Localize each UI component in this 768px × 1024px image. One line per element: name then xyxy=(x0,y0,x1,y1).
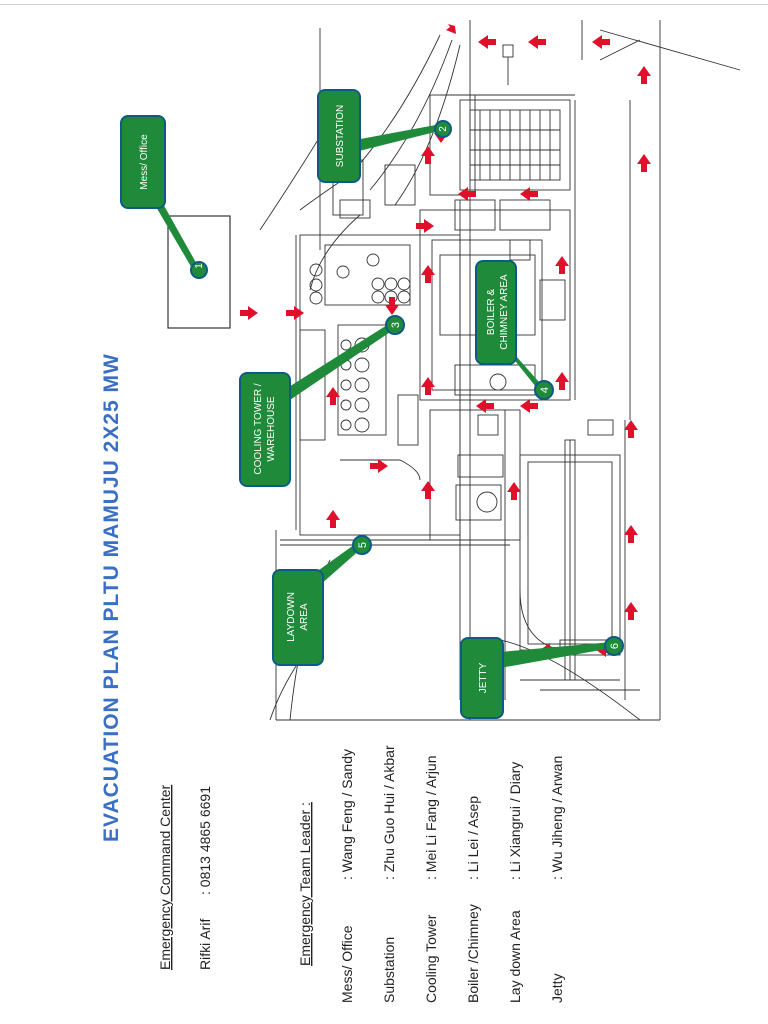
arrow-right-icon xyxy=(416,219,434,233)
callout-pointer xyxy=(500,642,612,668)
marker-number: 4 xyxy=(539,387,551,393)
arrow-up-icon xyxy=(555,372,569,390)
team-row-leaders: : Wu Jiheng / Arwan xyxy=(549,756,565,880)
callout-laydown-area xyxy=(272,569,324,666)
page-edge-line xyxy=(0,4,768,5)
callout-label: COOLING TOWER / xyxy=(253,383,264,475)
arrow-right-icon xyxy=(370,459,388,473)
callout-label: JETTY xyxy=(478,662,489,693)
marker-cooling-tower xyxy=(385,315,405,335)
arrow-left-icon xyxy=(458,187,476,201)
marker-number: 5 xyxy=(357,542,369,548)
marker-number: 1 xyxy=(194,263,205,269)
callout-pointer xyxy=(284,322,396,400)
arrow-up-icon xyxy=(421,146,435,164)
callout-substation xyxy=(317,89,361,183)
arrow-left-icon xyxy=(476,399,494,413)
arrow-up-icon xyxy=(421,265,435,283)
marker-number: 2 xyxy=(438,126,449,132)
team-row-leaders: : Li Xiangrui / Diary xyxy=(507,762,523,880)
arrow-right-icon xyxy=(286,306,304,320)
arrow-left-icon xyxy=(592,35,610,49)
callout-label: Mess/ Office xyxy=(139,134,150,190)
command-center-heading: Emergency Command Center xyxy=(157,784,173,970)
arrow-up-icon xyxy=(421,377,435,395)
plan-title: EVACUATION PLAN PLTU MAMUJU 2X25 MW xyxy=(100,353,123,842)
mess-office-building xyxy=(167,215,231,329)
arrow-up-icon xyxy=(637,154,651,172)
team-row-area: Lay down Area xyxy=(507,910,523,1003)
marker-jetty xyxy=(604,636,624,656)
team-row-leaders: : Mei Li Fang / Arjun xyxy=(423,755,439,880)
team-row-leaders: : Wang Feng / Sandy xyxy=(339,749,355,880)
team-row-area: Mess/ Office xyxy=(339,925,355,1003)
callout-label: LAYDOWN xyxy=(286,592,297,642)
team-row-leaders: : Li Lei / Asep xyxy=(465,796,481,880)
arrow-left-icon xyxy=(446,24,456,34)
arrow-left-icon xyxy=(520,187,538,201)
callout-label: WAREHOUSE xyxy=(266,396,277,462)
arrow-up-icon xyxy=(624,420,638,438)
command-center-phone: : 0813 4865 6691 xyxy=(197,786,213,895)
callout-pointer xyxy=(312,542,362,585)
site-plan xyxy=(259,20,741,721)
arrow-left-icon xyxy=(520,399,538,413)
marker-substation xyxy=(434,120,452,138)
marker-number: 3 xyxy=(390,322,402,328)
command-center-block: Emergency Command Center Rifki Arif : 08… xyxy=(157,784,213,970)
evacuation-arrows xyxy=(240,24,651,657)
team-row-area: Boiler /Chimney xyxy=(465,904,481,1003)
arrow-up-icon xyxy=(326,510,340,528)
arrow-down-icon xyxy=(385,297,399,315)
marker-number: 6 xyxy=(609,643,621,649)
arrow-up-icon xyxy=(624,602,638,620)
arrow-up-icon xyxy=(555,256,569,274)
callout-label: CHIMNEY AREA xyxy=(499,274,510,350)
arrow-left-icon xyxy=(478,35,496,49)
arrow-up-icon xyxy=(624,525,638,543)
arrow-up-icon xyxy=(421,481,435,499)
arrow-up-icon xyxy=(507,482,521,500)
callout-cooling-tower xyxy=(239,372,291,487)
team-row-area: Cooling Tower xyxy=(423,914,439,1003)
arrow-up-icon xyxy=(637,66,651,84)
callout-mess-office xyxy=(120,115,166,209)
team-leader-heading: Emergency Team Leader : xyxy=(297,802,313,966)
team-row-area: Jetty xyxy=(549,973,565,1003)
command-center-name: Rifki Arif xyxy=(197,919,213,970)
marker-laydown-area xyxy=(352,535,372,555)
team-row-leaders: : Zhu Guo Hui / Akbar xyxy=(381,745,397,880)
arrow-right-icon xyxy=(240,306,258,320)
callout-label: BOILER & xyxy=(486,289,497,335)
callout-boiler-chimney xyxy=(475,260,517,365)
team-leader-block: Emergency Team Leader : Mess/ Office : W… xyxy=(297,745,565,1003)
callout-label: SUBSTATION xyxy=(335,105,346,167)
marker-mess-office xyxy=(190,261,208,279)
callout-pointer xyxy=(508,352,546,392)
callout-pointer xyxy=(152,200,199,270)
callout-pointer xyxy=(355,124,443,152)
arrow-left-icon xyxy=(528,35,546,49)
team-row-area: Substation xyxy=(381,937,397,1003)
callout-label: AREA xyxy=(299,603,310,631)
arrow-up-icon xyxy=(326,387,340,405)
callout-jetty xyxy=(460,637,504,719)
marker-boiler-chimney xyxy=(534,380,554,400)
